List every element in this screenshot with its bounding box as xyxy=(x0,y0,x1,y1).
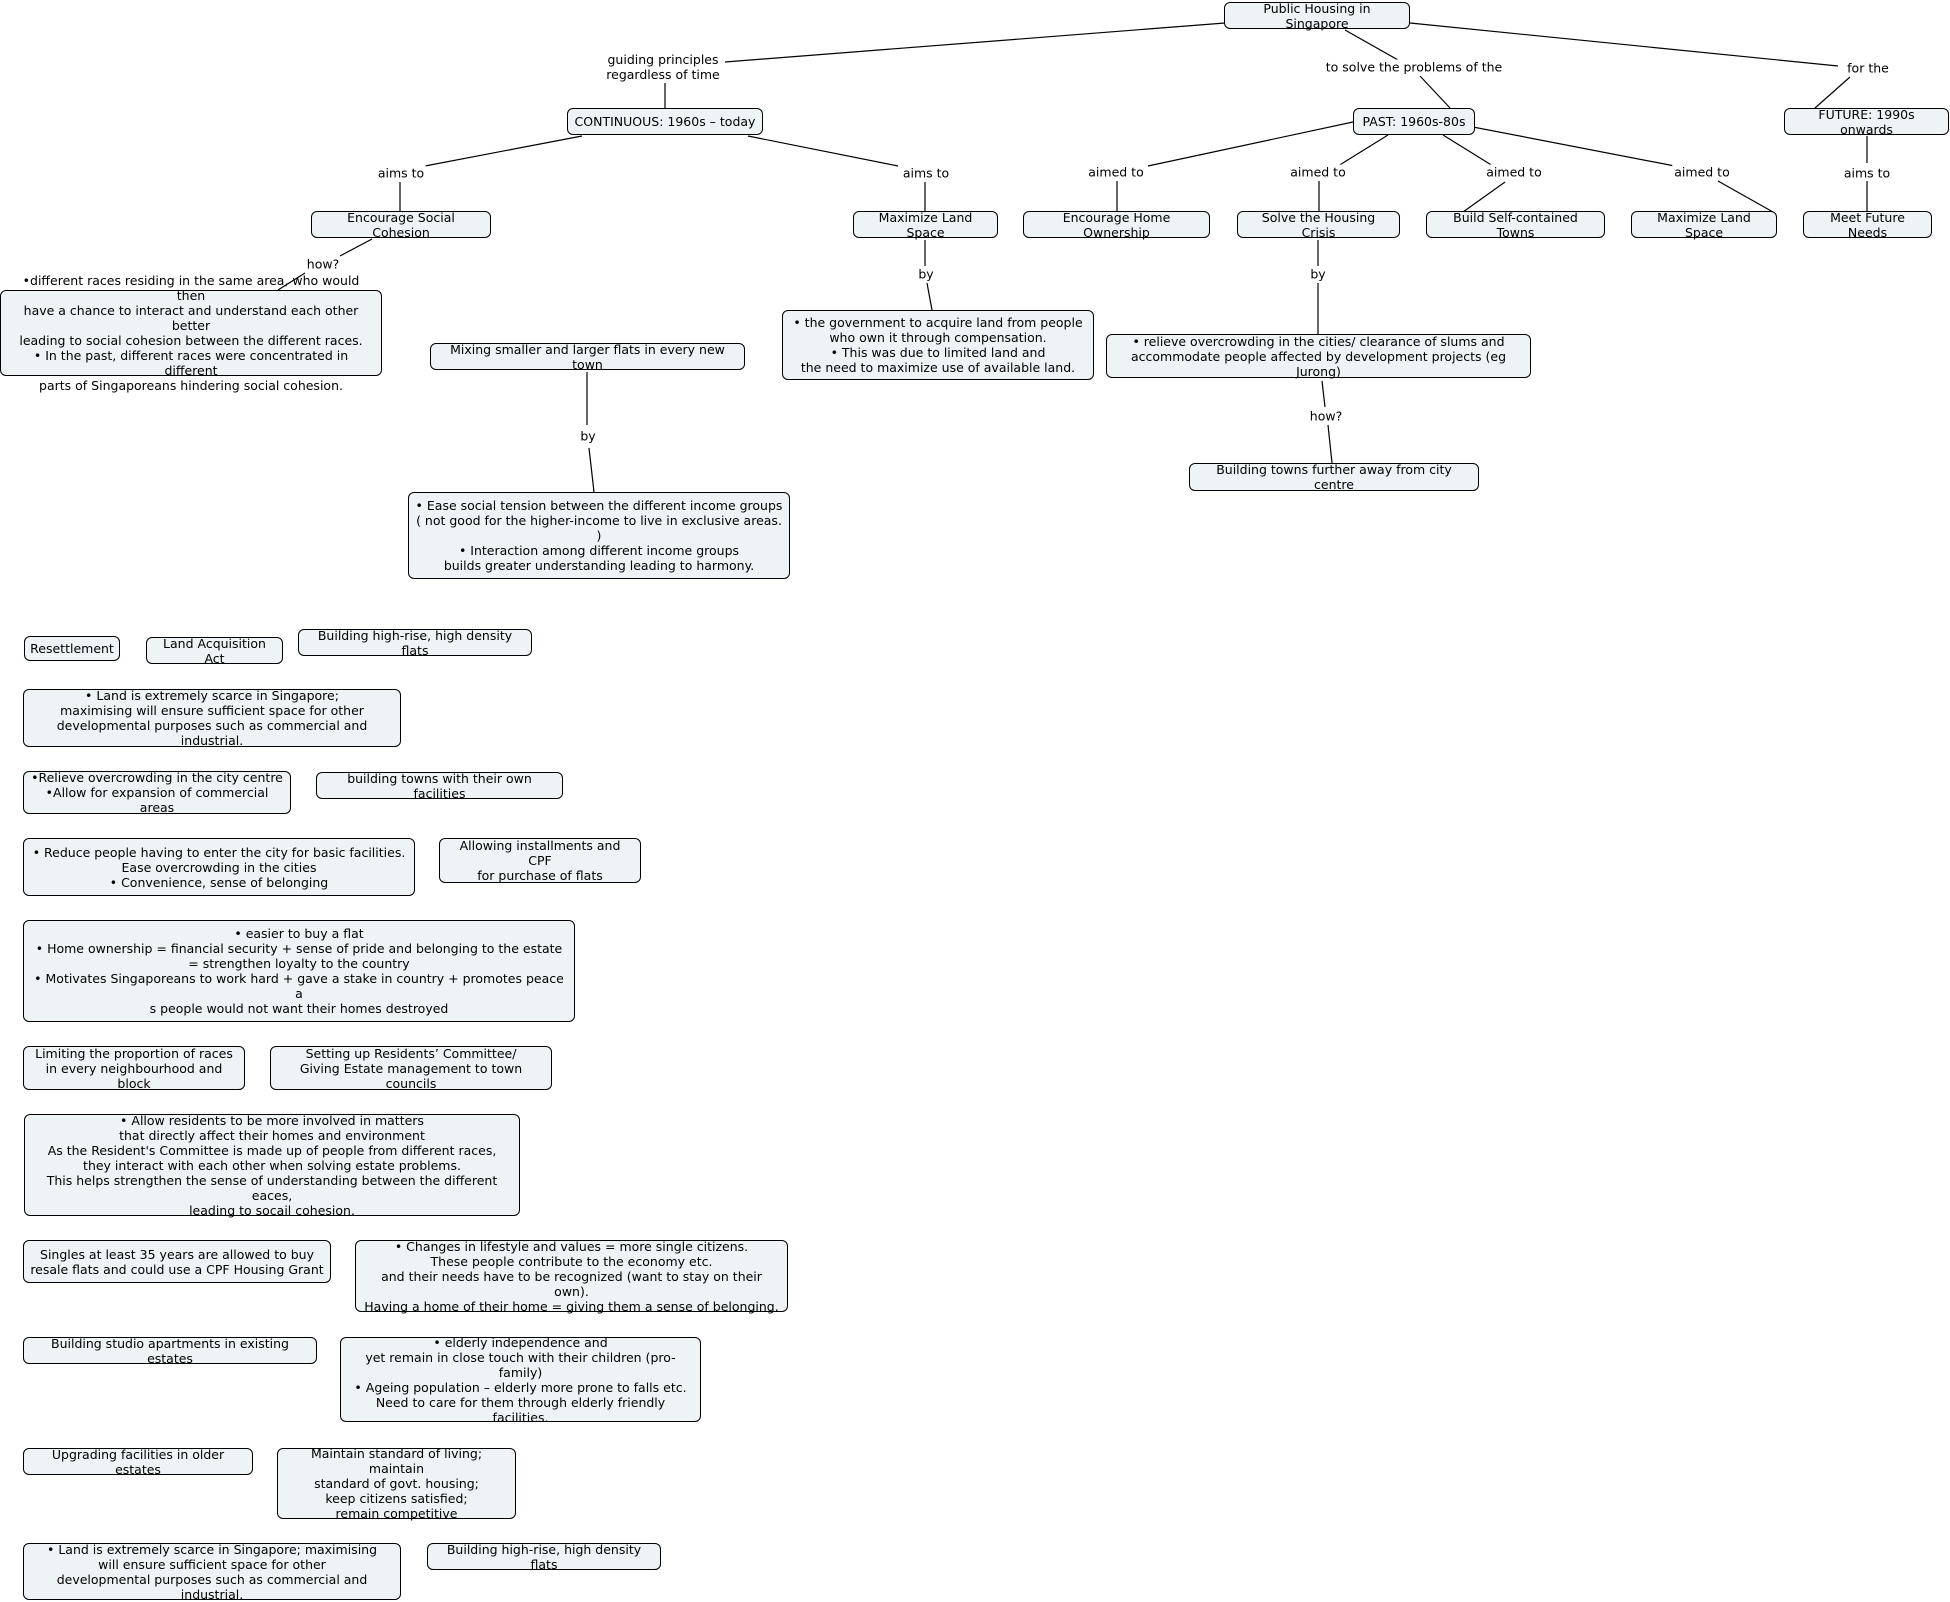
connector xyxy=(1472,126,1681,168)
races-residing-node[interactable]: •different races residing in the same ar… xyxy=(0,273,382,393)
future-node[interactable]: FUTURE: 1990s onwards xyxy=(1784,107,1949,137)
connector xyxy=(1442,134,1494,167)
build-self-contained-towns-node[interactable]: Build Self-contained Towns xyxy=(1426,210,1605,240)
connector xyxy=(724,22,1226,63)
connector xyxy=(926,282,933,311)
relieve-city-centre-node[interactable]: •Relieve overcrowding in the city centre… xyxy=(23,770,291,815)
connector xyxy=(1462,181,1506,213)
high-rise-flats-node-2[interactable]: Building high-rise, high density flats xyxy=(427,1542,661,1572)
link-aims-to-future-needs: aims to xyxy=(1841,165,1893,181)
link-aims-to-social-cohesion: aims to xyxy=(375,165,427,181)
connector xyxy=(1337,134,1389,167)
link-how-social-cohesion: how? xyxy=(304,256,342,272)
root-node[interactable]: Public Housing in Singapore xyxy=(1224,1,1410,31)
link-by-mixing-flats: by xyxy=(578,428,598,444)
connector xyxy=(1147,121,1354,167)
towns-own-facilities-node[interactable]: building towns with their own facilities xyxy=(316,771,563,801)
government-acquire-land-node[interactable]: • the government to acquire land from pe… xyxy=(782,310,1094,380)
connector xyxy=(1344,29,1399,61)
encourage-home-ownership-node[interactable]: Encourage Home Ownership xyxy=(1023,210,1210,240)
maintain-standard-node[interactable]: Maintain standard of living; maintain st… xyxy=(277,1446,516,1521)
residents-committee-node[interactable]: Setting up Residents’ Committee/ Giving … xyxy=(270,1046,552,1091)
link-aims-to-land-space: aims to xyxy=(900,165,952,181)
installments-cpf-node[interactable]: Allowing installments and CPF for purcha… xyxy=(439,838,641,883)
connector xyxy=(588,447,595,493)
connector xyxy=(1419,75,1451,109)
link-by-land-space: by xyxy=(916,266,936,282)
high-rise-flats-node-1[interactable]: Building high-rise, high density flats xyxy=(298,628,532,658)
solve-housing-crisis-node[interactable]: Solve the Housing Crisis xyxy=(1237,210,1400,240)
connector xyxy=(424,135,583,167)
link-how-overcrowding: how? xyxy=(1307,408,1345,424)
easier-buy-flat-node[interactable]: • easier to buy a flat • Home ownership … xyxy=(23,920,575,1022)
past-node[interactable]: PAST: 1960s-80s xyxy=(1353,108,1475,135)
link-aimed-to-self-contained: aimed to xyxy=(1484,164,1544,180)
allow-residents-node[interactable]: • Allow residents to be more involved in… xyxy=(24,1113,520,1218)
connector xyxy=(1321,380,1326,408)
connector xyxy=(277,272,306,291)
elderly-independence-node[interactable]: • elderly independence and yet remain in… xyxy=(340,1335,701,1425)
connector xyxy=(339,238,373,257)
land-acquisition-act-node[interactable]: Land Acquisition Act xyxy=(146,636,283,666)
connector xyxy=(1409,22,1839,67)
meet-future-needs-node[interactable]: Meet Future Needs xyxy=(1803,210,1932,240)
maximize-land-space-continuous-node[interactable]: Maximize Land Space xyxy=(853,210,998,240)
limiting-races-node[interactable]: Limiting the proportion of races in ever… xyxy=(23,1046,245,1091)
link-by-housing-crisis: by xyxy=(1308,266,1328,282)
connector xyxy=(1717,180,1774,213)
link-for-the: for the xyxy=(1845,60,1891,76)
connector xyxy=(747,135,899,167)
link-guiding-principles: guiding principles regardless of time xyxy=(604,52,722,82)
reduce-people-node[interactable]: • Reduce people having to enter the city… xyxy=(23,838,415,896)
land-scarce-node-1[interactable]: • Land is extremely scarce in Singapore;… xyxy=(23,688,401,748)
lifestyle-changes-node[interactable]: • Changes in lifestyle and values = more… xyxy=(355,1239,788,1314)
studio-apartments-node[interactable]: Building studio apartments in existing e… xyxy=(23,1336,317,1366)
link-aimed-to-housing-crisis: aimed to xyxy=(1288,164,1348,180)
upgrading-facilities-node[interactable]: Upgrading facilities in older estates xyxy=(23,1447,253,1477)
ease-social-tension-node[interactable]: • Ease social tension between the differ… xyxy=(408,492,790,579)
building-towns-away-node[interactable]: Building towns further away from city ce… xyxy=(1189,462,1479,492)
land-scarce-node-2[interactable]: • Land is extremely scarce in Singapore;… xyxy=(23,1542,401,1602)
link-aimed-to-home-ownership: aimed to xyxy=(1086,164,1146,180)
singles-35-node[interactable]: Singles at least 35 years are allowed to… xyxy=(23,1240,331,1283)
maximize-land-space-past-node[interactable]: Maximize Land Space xyxy=(1631,210,1777,240)
continuous-node[interactable]: CONTINUOUS: 1960s – today xyxy=(567,108,763,135)
connector xyxy=(1814,76,1851,109)
link-solve-problems: to solve the problems of the xyxy=(1323,59,1505,75)
link-aimed-to-land-space-past: aimed to xyxy=(1672,164,1732,180)
relieve-overcrowding-node[interactable]: • relieve overcrowding in the cities/ cl… xyxy=(1106,334,1531,379)
mixing-flats-node[interactable]: Mixing smaller and larger flats in every… xyxy=(430,342,745,372)
connector xyxy=(1327,424,1333,464)
encourage-social-cohesion-node[interactable]: Encourage Social Cohesion xyxy=(311,210,491,240)
resettlement-node[interactable]: Resettlement xyxy=(24,636,120,661)
